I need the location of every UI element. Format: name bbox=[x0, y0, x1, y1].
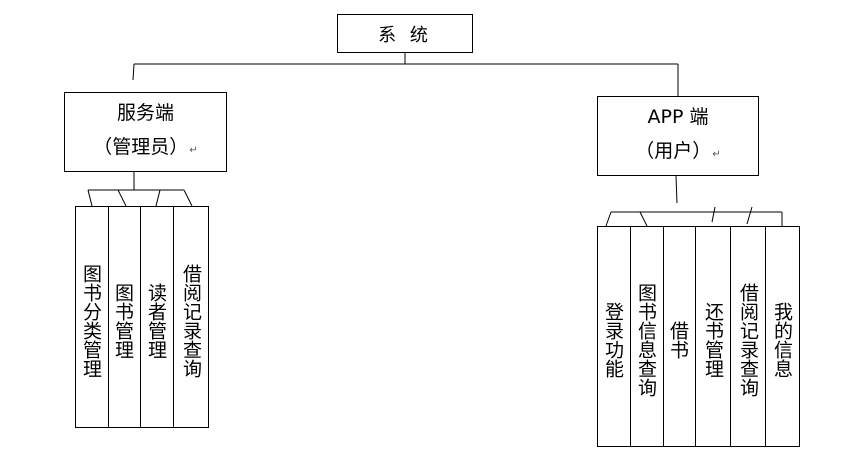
app-leaf: 借书 bbox=[663, 226, 696, 447]
server-branch-4 bbox=[183, 189, 193, 207]
server-node: 服务端 （管理员）↵ bbox=[64, 92, 227, 172]
root-node: 系 统 bbox=[337, 14, 473, 53]
server-connector bbox=[132, 63, 135, 81]
app-branch-4 bbox=[711, 206, 716, 223]
app-down-connector bbox=[675, 175, 678, 204]
app-leaf: 登录功能 bbox=[597, 226, 631, 447]
server-leaf: 图书管理 bbox=[108, 206, 141, 428]
app-leaf: 我的信息 bbox=[765, 226, 800, 447]
root-label: 系 统 bbox=[378, 24, 432, 46]
paragraph-mark-icon: ↵ bbox=[712, 149, 721, 160]
server-branch-1 bbox=[87, 189, 93, 207]
app-title: APP 端 bbox=[647, 106, 709, 128]
server-leaf: 读者管理 bbox=[140, 206, 174, 428]
app-leaf: 图书信息查询 bbox=[630, 226, 664, 447]
server-branch-3 bbox=[155, 189, 161, 207]
server-leaf: 借阅记录查询 bbox=[173, 206, 209, 428]
server-leaf: 图书分类管理 bbox=[75, 206, 109, 428]
app-subtitle: （用户） bbox=[635, 140, 712, 162]
server-title: 服务端 bbox=[116, 102, 174, 124]
paragraph-mark-icon: ↵ bbox=[189, 145, 198, 156]
app-node: APP 端 （用户）↵ bbox=[597, 96, 759, 176]
app-branch-1 bbox=[605, 211, 612, 227]
app-leaf: 借阅记录查询 bbox=[730, 226, 766, 447]
server-subtitle: （管理员） bbox=[93, 136, 189, 158]
app-branch-2 bbox=[639, 211, 648, 227]
app-branch-5 bbox=[746, 206, 753, 225]
server-branch-2 bbox=[117, 189, 127, 207]
app-leaf: 还书管理 bbox=[695, 226, 731, 447]
